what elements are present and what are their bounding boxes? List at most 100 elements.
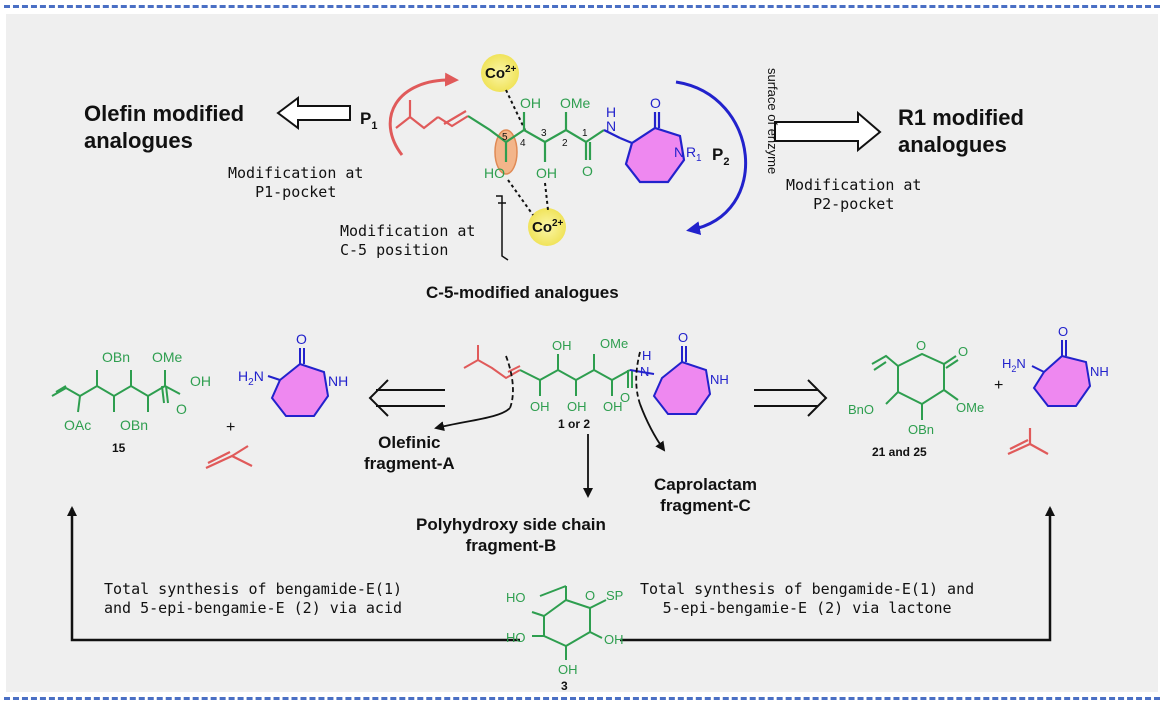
atom-label: 1 bbox=[696, 153, 702, 164]
atom-label: O bbox=[916, 338, 926, 353]
p2-label: P2 bbox=[712, 145, 729, 168]
aminocaprolactam-ring-left bbox=[270, 362, 330, 417]
atom-label: OH bbox=[530, 399, 550, 414]
amine-bond bbox=[267, 375, 281, 381]
cobalt-label: Co2+ bbox=[532, 218, 564, 236]
acid-route-line bbox=[67, 506, 520, 642]
lactone-ring bbox=[871, 352, 959, 420]
compound-number: 3 bbox=[561, 679, 568, 693]
fragment-c-arrow bbox=[639, 403, 666, 452]
c5-analogues-heading: C-5-modified analogues bbox=[426, 283, 619, 302]
compound-15-skeleton bbox=[51, 370, 181, 413]
atom-label: H2N bbox=[1002, 356, 1026, 374]
atom-label: OBn bbox=[120, 417, 148, 433]
center-polyhydroxy-chain bbox=[519, 354, 633, 396]
plus-sign: + bbox=[994, 377, 1003, 394]
caprolactam-ring bbox=[624, 126, 686, 184]
hollow-arrow-left bbox=[276, 96, 351, 130]
bottom-dashed-divider bbox=[4, 697, 1160, 700]
atom-label: O bbox=[582, 163, 593, 179]
caprolactam-ring-center bbox=[652, 360, 712, 415]
atom-label: N bbox=[640, 364, 649, 379]
atom-label: O bbox=[1058, 324, 1068, 339]
atom-label: HO bbox=[506, 630, 526, 645]
atom-label: OBn bbox=[908, 422, 934, 437]
atom-label: BnO bbox=[848, 402, 874, 417]
atom-label: NH bbox=[328, 373, 348, 389]
carbon-number: 3 bbox=[541, 128, 547, 139]
atom-label: N bbox=[606, 118, 616, 134]
atom-label: OMe bbox=[600, 336, 628, 351]
acid-route-caption: Total synthesis of bengamide-E(1)and 5-e… bbox=[104, 580, 403, 617]
disconnection-line-c bbox=[635, 351, 641, 405]
atom-label: OMe bbox=[152, 349, 183, 365]
cobalt-label: Co2+ bbox=[485, 64, 517, 82]
aminocaprolactam-ring-right bbox=[1032, 354, 1092, 407]
atom-label: H bbox=[606, 104, 616, 120]
atom-label: H bbox=[642, 348, 651, 363]
atom-label: OH bbox=[558, 662, 578, 677]
atom-label: OMe bbox=[956, 400, 984, 415]
atom-label: OAc bbox=[64, 417, 91, 433]
co-coordination-line bbox=[507, 179, 534, 216]
carbon-number: 1 bbox=[582, 128, 588, 139]
olefin-reagent-right bbox=[1007, 428, 1049, 456]
p1-label: P1 bbox=[360, 109, 377, 132]
atom-label: O bbox=[585, 588, 595, 603]
retro-arrow-right bbox=[754, 379, 828, 417]
atom-label: OH bbox=[603, 399, 623, 414]
atom-label: OH bbox=[520, 95, 541, 111]
atom-label: O bbox=[678, 330, 688, 345]
plus-sign: + bbox=[226, 419, 235, 436]
polyhydroxy-chain bbox=[467, 112, 605, 162]
atom-label: SP bbox=[606, 588, 623, 603]
n-link-bond bbox=[619, 136, 633, 145]
atom-label: N bbox=[674, 144, 684, 160]
p1-red-curved-arrow bbox=[388, 72, 459, 156]
compound-number: 15 bbox=[112, 441, 126, 455]
enzyme-surface-label: surface of enzyme bbox=[765, 68, 780, 174]
sugar-ring bbox=[531, 585, 607, 660]
atom-label: OH bbox=[552, 338, 572, 353]
atom-label: H2N bbox=[238, 368, 264, 388]
lactone-route-line bbox=[620, 506, 1055, 642]
carbon-number: 5 bbox=[502, 132, 508, 143]
atom-label: OBn bbox=[102, 349, 130, 365]
disconnection-line-a bbox=[505, 355, 514, 409]
amide-bond bbox=[603, 129, 621, 139]
atom-label: OH bbox=[536, 165, 557, 181]
atom-label: OH bbox=[190, 373, 211, 389]
atom-label: OH bbox=[567, 399, 587, 414]
co-coordination-line bbox=[505, 89, 526, 131]
atom-label: OH bbox=[604, 632, 624, 647]
olefin-segment bbox=[395, 100, 469, 130]
p2-blue-curved-arrow bbox=[675, 80, 748, 236]
atom-label: R bbox=[686, 144, 696, 160]
scheme-panel bbox=[6, 14, 1158, 692]
atom-label: HO bbox=[484, 165, 505, 181]
atom-label: O bbox=[296, 331, 307, 347]
retro-arrow-left bbox=[368, 379, 445, 417]
atom-label: OMe bbox=[560, 95, 591, 111]
carbon-number: 2 bbox=[562, 138, 568, 149]
compound-number: 1 or 2 bbox=[558, 417, 590, 431]
olefin-reagent-left bbox=[205, 445, 253, 469]
atom-label: HO bbox=[506, 590, 526, 605]
atom-label: NH bbox=[1090, 364, 1109, 379]
atom-label: O bbox=[176, 401, 187, 417]
c5-hook-arrow bbox=[496, 195, 509, 261]
atom-label: NH bbox=[710, 372, 729, 387]
amine-bond bbox=[1031, 365, 1045, 373]
compound-number: 21 and 25 bbox=[872, 445, 927, 459]
atom-label: O bbox=[958, 344, 968, 359]
